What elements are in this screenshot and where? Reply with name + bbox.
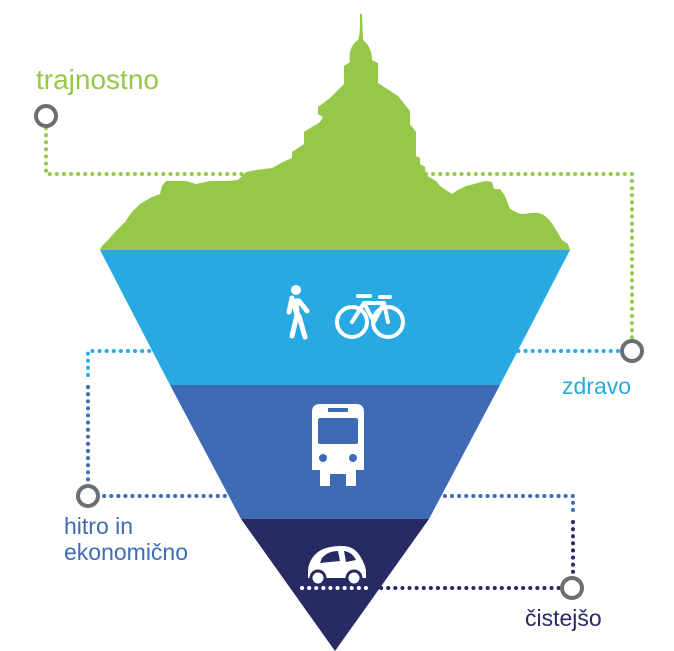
car-band	[241, 519, 429, 651]
hitro-ring	[76, 484, 100, 508]
fast-connector	[95, 494, 575, 516]
walk-cycle-band	[100, 250, 570, 385]
town-silhouette	[100, 14, 570, 250]
walking-person-icon	[286, 285, 310, 340]
bus-icon	[312, 404, 364, 486]
label-hitro-line1: hitro in	[64, 513, 134, 539]
car-icon	[308, 546, 366, 587]
trajnostno-ring	[34, 104, 58, 128]
label-hitro-in-ekonomicno: hitro in ekonomično	[64, 513, 188, 566]
label-trajnostno: trajnostno	[36, 64, 159, 95]
label-cistejso: čistejšo	[525, 605, 602, 631]
cistejso-ring	[560, 576, 584, 600]
label-zdravo: zdravo	[562, 373, 632, 399]
zdravo-ring	[620, 339, 644, 363]
bicycle-icon	[335, 294, 405, 339]
label-hitro-line2: ekonomično	[64, 539, 189, 566]
sustainable-connector	[44, 126, 634, 342]
healthy-connector	[86, 349, 627, 382]
